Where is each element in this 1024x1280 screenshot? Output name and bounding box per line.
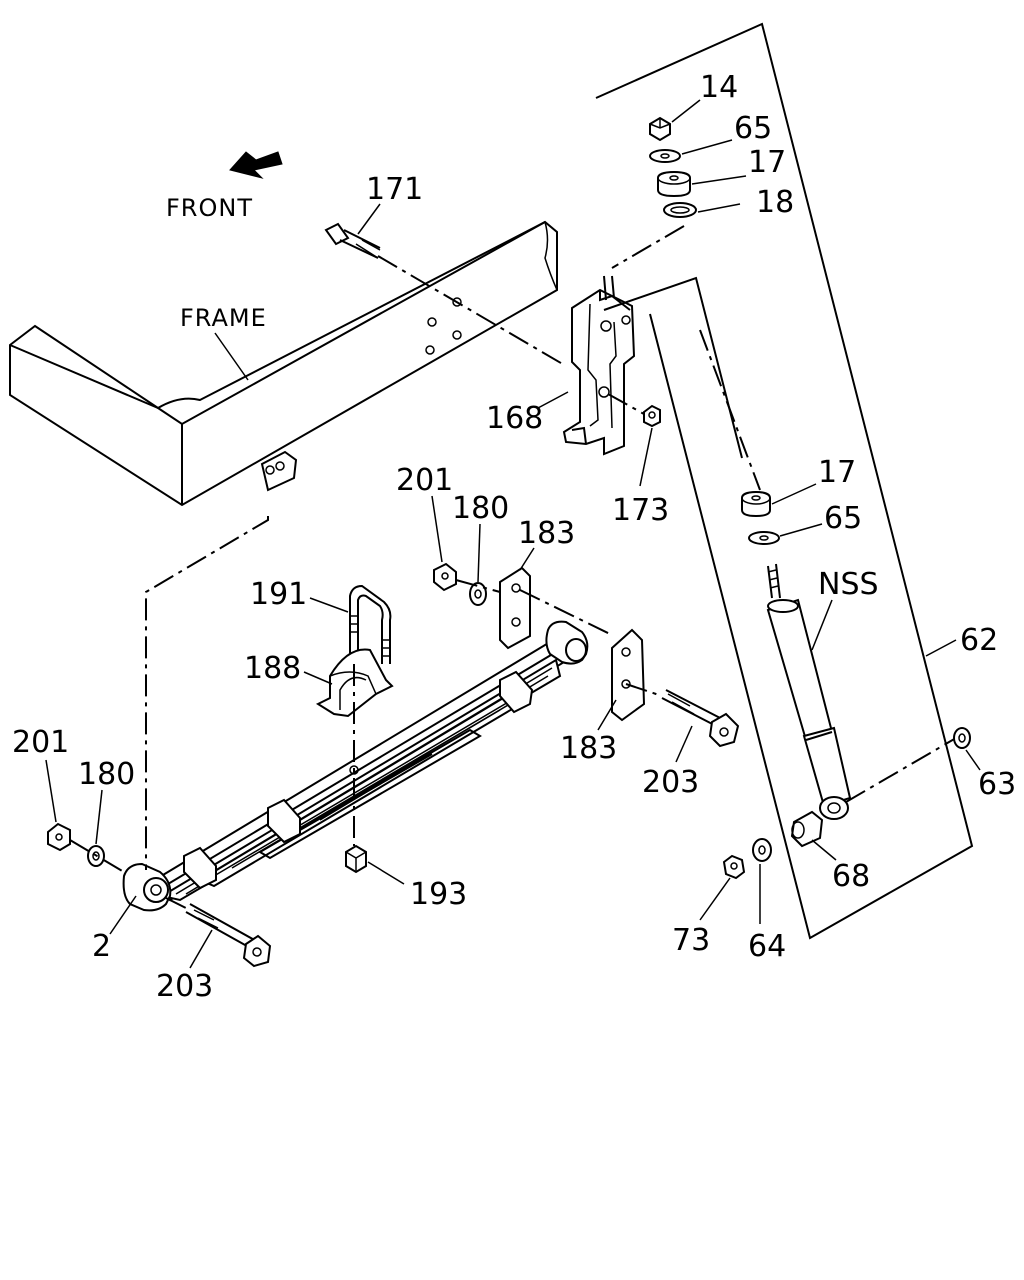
nut-14: [649, 116, 671, 142]
nut-193: [345, 844, 367, 874]
label-201-left: 201: [12, 725, 69, 760]
label-180-left: 180: [78, 757, 135, 792]
u-bolt-191: [349, 584, 392, 664]
bolt-203-right: [661, 689, 740, 748]
label-14: 14: [700, 70, 738, 105]
washer-18: [663, 202, 697, 218]
washer-63: [953, 727, 971, 749]
label-171: 171: [366, 172, 423, 207]
label-65-upper: 65: [734, 111, 772, 146]
nut-73: [722, 854, 746, 880]
label-nss: NSS: [818, 567, 879, 602]
label-203-right: 203: [642, 765, 699, 800]
bushing-68: [790, 810, 824, 848]
label-201-right: 201: [396, 463, 453, 498]
front-label: FRONT: [166, 194, 253, 222]
label-68: 68: [832, 859, 870, 894]
label-193: 193: [410, 877, 467, 912]
label-173: 173: [612, 493, 669, 528]
label-65-lower: 65: [824, 501, 862, 536]
washer-65-lower: [748, 531, 780, 545]
label-168: 168: [486, 401, 543, 436]
label-63: 63: [978, 767, 1016, 802]
nut-201-right: [433, 562, 457, 592]
washer-180-right: [469, 582, 487, 606]
bolt-203-left: [185, 903, 272, 968]
shackle-plate-183-upper: [499, 566, 531, 650]
washer-65-upper: [649, 149, 681, 163]
bushing-17-upper: [657, 170, 691, 198]
label-18: 18: [756, 185, 794, 220]
leaf-spring: [122, 620, 589, 912]
label-62: 62: [960, 623, 998, 658]
label-203-left: 203: [156, 969, 213, 1004]
shock-absorber: [766, 563, 852, 820]
label-180-right: 180: [452, 491, 509, 526]
label-17-lower: 17: [818, 455, 856, 490]
bushing-17-lower: [741, 490, 771, 518]
label-17-upper: 17: [748, 145, 786, 180]
frame-label: FRAME: [180, 304, 267, 332]
label-64: 64: [748, 929, 786, 964]
nut-201-left: [47, 822, 71, 852]
frame-rail: [9, 220, 558, 507]
label-183-lower: 183: [560, 731, 617, 766]
washer-64: [752, 838, 772, 862]
label-2: 2: [92, 929, 111, 964]
label-188: 188: [244, 651, 301, 686]
shackle-plate-183-lower: [611, 628, 646, 722]
label-191: 191: [250, 577, 307, 612]
front-arrow-icon: [229, 151, 283, 179]
label-73: 73: [672, 923, 710, 958]
label-183-upper: 183: [518, 516, 575, 551]
bolt-171: [324, 222, 381, 259]
shock-kit-outline: [595, 22, 974, 940]
nut-173: [643, 404, 661, 428]
